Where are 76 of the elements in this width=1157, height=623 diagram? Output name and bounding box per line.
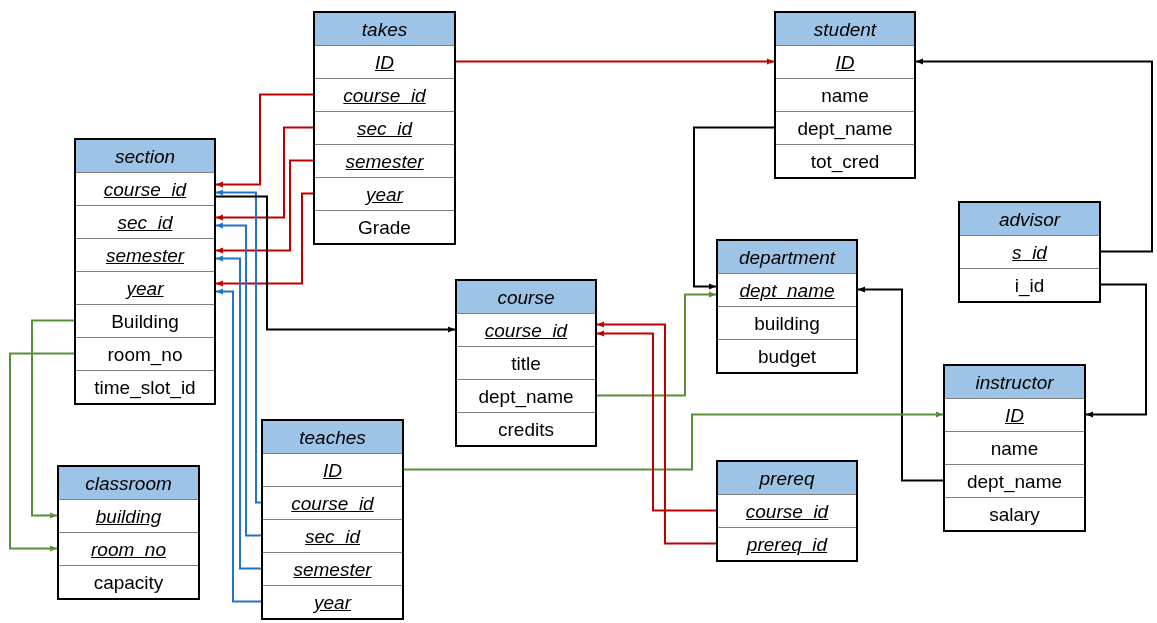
connector-arrow (596, 321, 717, 545)
attribute-row: dept_name (776, 111, 914, 144)
attribute-row: semester (315, 144, 454, 177)
attribute-row: course_id (76, 172, 214, 205)
connector-arrow (596, 291, 717, 397)
table-header: section (76, 140, 214, 172)
attribute-row: name (945, 431, 1084, 464)
connector-arrow (215, 195, 456, 333)
attribute-row: title (457, 346, 595, 379)
attribute-row: ID (945, 398, 1084, 431)
connector-arrow (1085, 283, 1147, 418)
table-box (261, 419, 404, 620)
table-box (716, 460, 858, 562)
connector-arrow (403, 411, 944, 471)
connector-arrow (9, 352, 75, 552)
connector-arrow (693, 126, 775, 290)
connector-arrow (915, 58, 1153, 253)
table-header: prereq (718, 462, 856, 494)
connector-arrow (455, 58, 775, 65)
attribute-row: course_id (315, 78, 454, 111)
attribute-row: year (315, 177, 454, 210)
attribute-row: year (76, 271, 214, 304)
attribute-row: course_id (457, 313, 595, 346)
attribute-row: dept_name (457, 379, 595, 412)
table-box (958, 201, 1101, 303)
connector-arrow (215, 126, 314, 221)
table-header: student (776, 13, 914, 45)
table-header: instructor (945, 366, 1084, 398)
table-header: teaches (263, 421, 402, 453)
connector-arrow (857, 286, 944, 482)
attribute-row: dept_name (945, 464, 1084, 497)
attribute-row: ID (315, 45, 454, 78)
attribute-row: room_no (76, 337, 214, 370)
attribute-row: semester (263, 552, 402, 585)
table-box (716, 239, 858, 374)
connector-arrow (215, 255, 262, 570)
attribute-row: building (59, 499, 198, 532)
table-box (455, 279, 597, 447)
attribute-row: credits (457, 412, 595, 445)
table-header: advisor (960, 203, 1099, 235)
attribute-row: prereq_id (718, 527, 856, 560)
table-box (74, 138, 216, 405)
table-box (313, 11, 456, 245)
connector-arrow (215, 288, 262, 603)
table-header: classroom (59, 467, 198, 499)
table-header: department (718, 241, 856, 273)
connector-arrow (31, 319, 75, 519)
connector-arrow (215, 93, 314, 188)
attribute-row: Building (76, 304, 214, 337)
attribute-row: dept_name (718, 273, 856, 306)
attribute-row: course_id (263, 486, 402, 519)
connector-arrow (215, 192, 314, 287)
table-box (57, 465, 200, 600)
attribute-row: ID (263, 453, 402, 486)
table-box (943, 364, 1086, 532)
attribute-row: tot_cred (776, 144, 914, 177)
attribute-row: i_id (960, 268, 1099, 301)
connector-arrow (215, 189, 262, 504)
table-header: course (457, 281, 595, 313)
attribute-row: salary (945, 497, 1084, 530)
attribute-row: Grade (315, 210, 454, 243)
attribute-row: year (263, 585, 402, 618)
attribute-row: ID (776, 45, 914, 78)
table-header: takes (315, 13, 454, 45)
attribute-row: name (776, 78, 914, 111)
attribute-row: budget (718, 339, 856, 372)
attribute-row: course_id (718, 494, 856, 527)
attribute-row: building (718, 306, 856, 339)
connector-arrow (215, 159, 314, 254)
connector-arrow (215, 222, 262, 537)
attribute-row: room_no (59, 532, 198, 565)
attribute-row: capacity (59, 565, 198, 598)
connector-arrow (596, 330, 717, 512)
table-box (774, 11, 916, 179)
attribute-row: semester (76, 238, 214, 271)
attribute-row: time_slot_id (76, 370, 214, 403)
